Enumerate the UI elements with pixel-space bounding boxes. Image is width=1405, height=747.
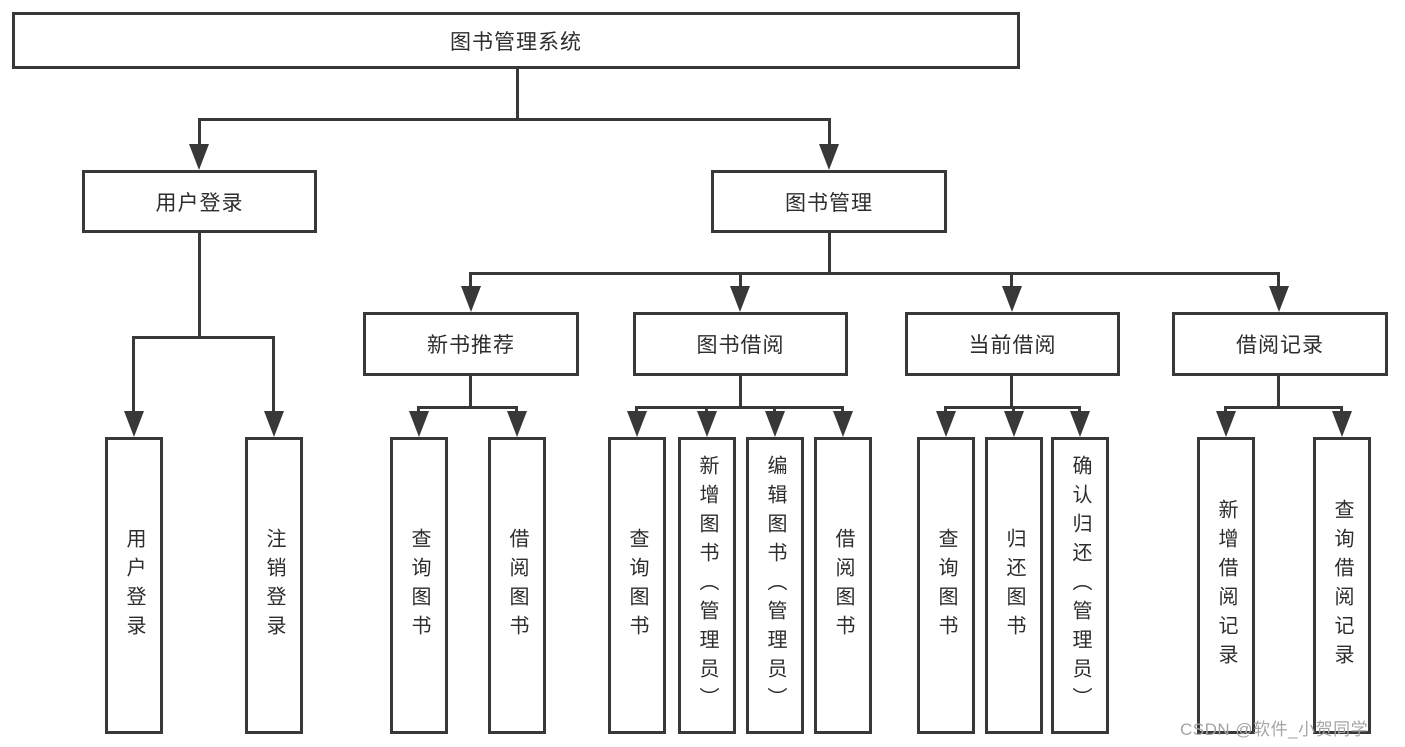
leaf-user-login: 用户登录 — [105, 437, 163, 734]
arrow-down-icon — [765, 411, 785, 437]
connector-vline — [1277, 375, 1280, 408]
leaf-label: 用户登录 — [123, 527, 145, 644]
connector-vline — [469, 375, 472, 408]
leaf-label: 确认归还（管理员） — [1069, 455, 1091, 716]
leaf-return-book: 归还图书 — [985, 437, 1043, 734]
arrow-down-icon — [409, 411, 429, 437]
arrow-down-icon — [264, 411, 284, 437]
connector-hline — [635, 406, 844, 409]
watermark: CSDN @软件_小贺同学 — [1180, 720, 1369, 739]
connector-vline — [516, 68, 519, 120]
leaf-add-borrow-record: 新增借阅记录 — [1197, 437, 1255, 734]
connector-hline — [1224, 406, 1343, 409]
leaf-label: 查询图书 — [408, 527, 430, 644]
node-label: 图书借阅 — [696, 334, 785, 357]
leaf-label: 新增借阅记录 — [1215, 498, 1237, 673]
connector-hline — [198, 118, 831, 121]
arrow-down-icon — [833, 411, 853, 437]
leaf-add-book-admin: 新增图书（管理员） — [678, 437, 736, 734]
arrow-down-icon — [1002, 286, 1022, 312]
connector-hline — [132, 336, 275, 339]
arrow-down-icon — [697, 411, 717, 437]
leaf-label: 注销登录 — [263, 527, 285, 644]
node-library-management-system: 图书管理系统 — [12, 12, 1020, 69]
arrow-down-icon — [730, 286, 750, 312]
leaf-borrow-books: 借阅图书 — [814, 437, 872, 734]
leaf-query-borrow-record: 查询借阅记录 — [1313, 437, 1371, 734]
arrow-down-icon — [1070, 411, 1090, 437]
arrow-down-icon — [1216, 411, 1236, 437]
leaf-edit-book-admin: 编辑图书（管理员） — [746, 437, 804, 734]
connector-vline — [828, 118, 831, 148]
node-book-borrowing: 图书借阅 — [633, 312, 848, 376]
leaf-query-books-borrow: 查询图书 — [608, 437, 666, 734]
connector-vline — [198, 118, 201, 148]
leaf-label: 编辑图书（管理员） — [764, 455, 786, 716]
connector-hline — [469, 272, 1280, 275]
leaf-borrow-books-recommend: 借阅图书 — [488, 437, 546, 734]
leaf-logout: 注销登录 — [245, 437, 303, 734]
arrow-down-icon — [1269, 286, 1289, 312]
leaf-query-books-current: 查询图书 — [917, 437, 975, 734]
node-label: 用户登录 — [155, 191, 244, 215]
node-label: 借阅记录 — [1236, 334, 1324, 357]
leaf-label: 归还图书 — [1003, 527, 1025, 644]
node-label: 图书管理系统 — [450, 30, 582, 54]
connector-vline — [272, 336, 275, 416]
arrow-down-icon — [936, 411, 956, 437]
node-user-login: 用户登录 — [82, 170, 317, 233]
leaf-label: 借阅图书 — [832, 527, 854, 644]
arrow-down-icon — [819, 144, 839, 170]
leaf-label: 查询图书 — [935, 527, 957, 644]
connector-vline — [1277, 272, 1280, 292]
leaf-label: 查询借阅记录 — [1331, 498, 1353, 673]
node-label: 新书推荐 — [427, 334, 515, 357]
leaf-label: 查询图书 — [626, 527, 648, 644]
connector-vline — [198, 232, 201, 339]
arrow-down-icon — [461, 286, 481, 312]
arrow-down-icon — [627, 411, 647, 437]
leaf-query-books-recommend: 查询图书 — [390, 437, 448, 734]
node-book-management: 图书管理 — [711, 170, 947, 233]
connector-vline — [1010, 375, 1013, 408]
leaf-confirm-return-admin: 确认归还（管理员） — [1051, 437, 1109, 734]
connector-vline — [739, 375, 742, 408]
node-label: 当前借阅 — [968, 334, 1057, 357]
node-new-book-recommend: 新书推荐 — [363, 312, 579, 376]
node-label: 图书管理 — [785, 191, 873, 215]
connector-vline — [739, 272, 742, 292]
node-borrowing-records: 借阅记录 — [1172, 312, 1388, 376]
connector-vline — [469, 272, 472, 292]
arrow-down-icon — [507, 411, 527, 437]
arrow-down-icon — [124, 411, 144, 437]
connector-hline — [417, 406, 518, 409]
connector-vline — [1010, 272, 1013, 292]
node-current-borrowing: 当前借阅 — [905, 312, 1120, 376]
leaf-label: 新增图书（管理员） — [696, 455, 718, 716]
arrow-down-icon — [1332, 411, 1352, 437]
leaf-label: 借阅图书 — [506, 527, 528, 644]
arrow-down-icon — [189, 144, 209, 170]
arrow-down-icon — [1004, 411, 1024, 437]
connector-vline — [132, 336, 135, 416]
connector-vline — [828, 232, 831, 275]
